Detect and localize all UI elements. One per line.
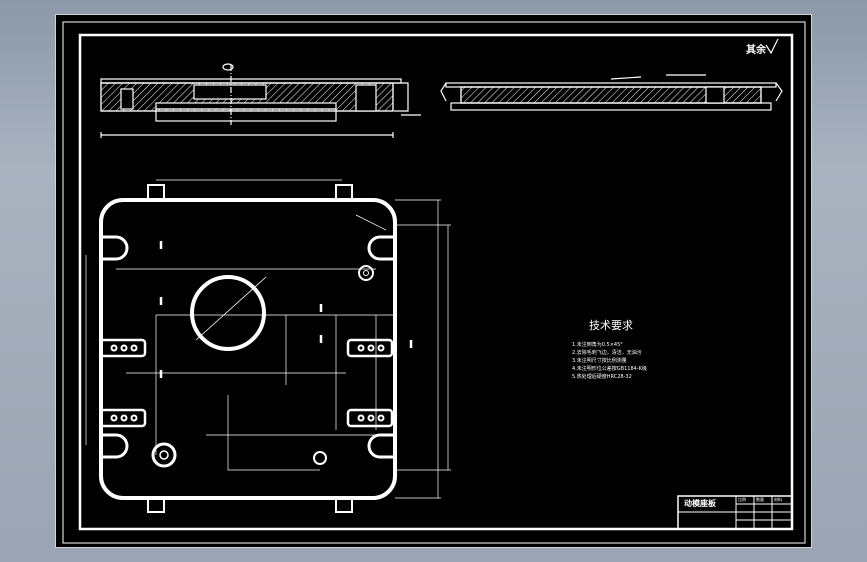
tech-requirement-item: 1.未注倒角为0.5×45°	[572, 342, 623, 348]
plan-view	[85, 179, 451, 513]
tech-requirements-title: 技术要求	[589, 319, 633, 332]
title-block-cell: 比例	[738, 497, 746, 502]
drawing-canvas	[62, 21, 806, 544]
cad-drawing-viewport[interactable]: 其余 技术要求 1.未注倒角为0.5×45° 2.去除毛刺飞边，清洁，无油污 3…	[55, 14, 812, 548]
section-view-front	[100, 63, 421, 138]
section-view-side	[440, 74, 783, 111]
tech-requirement-item: 3.未注明尺寸按比例测量	[572, 358, 627, 364]
roughness-note: 其余	[746, 45, 766, 56]
inner-frame	[78, 33, 794, 531]
tech-requirement-item: 4.未注明形位公差按GB1184-K级	[572, 366, 647, 372]
tech-requirement-item: 5.热处理后硬度HRC28-32	[572, 374, 632, 380]
title-block	[677, 495, 793, 530]
title-block-cell: 材料	[774, 497, 782, 502]
tech-requirement-item: 2.去除毛刺飞边，清洁，无油污	[572, 350, 642, 356]
outer-frame	[62, 21, 806, 544]
title-block-cell: 数量	[756, 497, 764, 502]
part-name: 动模座板	[684, 499, 716, 508]
roughness-symbol	[765, 38, 779, 55]
